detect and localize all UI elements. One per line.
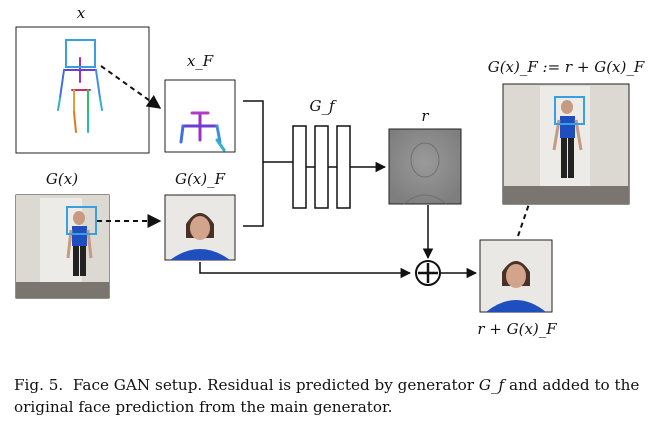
face-crop-box — [65, 39, 96, 68]
face-pose-image-xf — [164, 79, 236, 153]
figure-caption: Fig. 5. Face GAN setup. Residual is pred… — [14, 374, 640, 418]
caption-gf-symbol: G_f — [478, 376, 505, 394]
final-image — [502, 83, 630, 205]
input-bracket — [243, 100, 264, 227]
caption-fig-number: Fig. 5. — [14, 376, 64, 394]
caption-text-1: Face GAN setup. Residual is predicted by… — [72, 376, 474, 394]
face-crop-box — [554, 96, 585, 125]
label-result: G(x)_F := r + G(x)_F — [487, 58, 645, 76]
face-crop-box — [66, 206, 97, 235]
label-x: x — [76, 4, 86, 22]
pose-image-x — [15, 26, 150, 154]
generated-face-gxf — [164, 194, 236, 261]
label-generator: G_f — [309, 97, 335, 115]
residual-image-r — [388, 128, 462, 205]
sum-node — [415, 260, 441, 286]
label-g-x: G(x) — [45, 170, 79, 188]
caption-text-2: and added to the original face predictio… — [14, 376, 640, 416]
face-to-sum-arrow — [199, 262, 412, 279]
corrected-face-image — [479, 239, 553, 313]
generated-image-gx — [15, 194, 110, 299]
label-x-face: x_F — [186, 52, 214, 70]
label-sum: r + G(x)_F — [477, 320, 557, 338]
crop-arrow-pose — [100, 65, 162, 109]
face-gan-diagram — [15, 26, 630, 313]
generator-gf — [292, 125, 351, 209]
label-residual: r — [421, 107, 429, 125]
label-g-x-face: G(x)_F — [174, 170, 226, 188]
